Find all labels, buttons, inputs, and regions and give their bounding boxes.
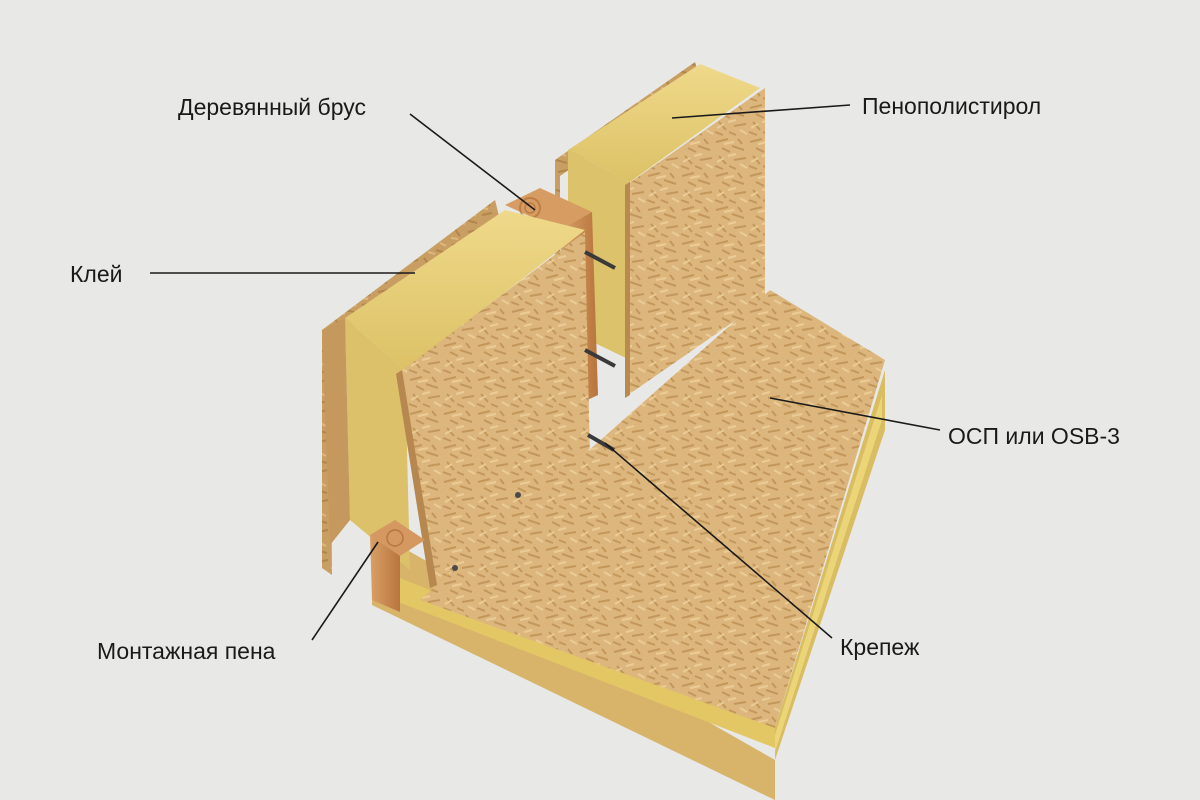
leader-polystyrene <box>671 104 851 119</box>
back-wall-foam-top <box>568 64 760 182</box>
leader-fasteners <box>604 442 833 639</box>
leader-timber-beam <box>409 113 536 211</box>
timber-beam-bottom <box>370 520 425 612</box>
leader-mounting-foam <box>311 541 379 641</box>
front-wall-foam-top <box>345 210 585 370</box>
floor-top-osb <box>420 290 885 728</box>
back-wall-panel <box>555 62 765 410</box>
front-wall-foam-side <box>345 318 410 570</box>
front-wall-front-osb <box>400 232 590 585</box>
leader-osb <box>769 397 941 431</box>
label-polystyrene: Пенополистирол <box>862 93 1042 119</box>
back-wall-front-osb <box>628 88 765 395</box>
label-mounting-foam: Монтажная пена <box>97 638 276 664</box>
label-fasteners: Крепеж <box>840 634 920 660</box>
label-glue: Клей <box>70 261 123 287</box>
floor-panel <box>372 290 885 800</box>
front-wall-panel <box>322 200 590 588</box>
label-osb: ОСП или OSB-3 <box>948 423 1120 449</box>
floor-side-foam <box>775 395 882 752</box>
label-timber-beam: Деревянный брус <box>178 94 366 120</box>
